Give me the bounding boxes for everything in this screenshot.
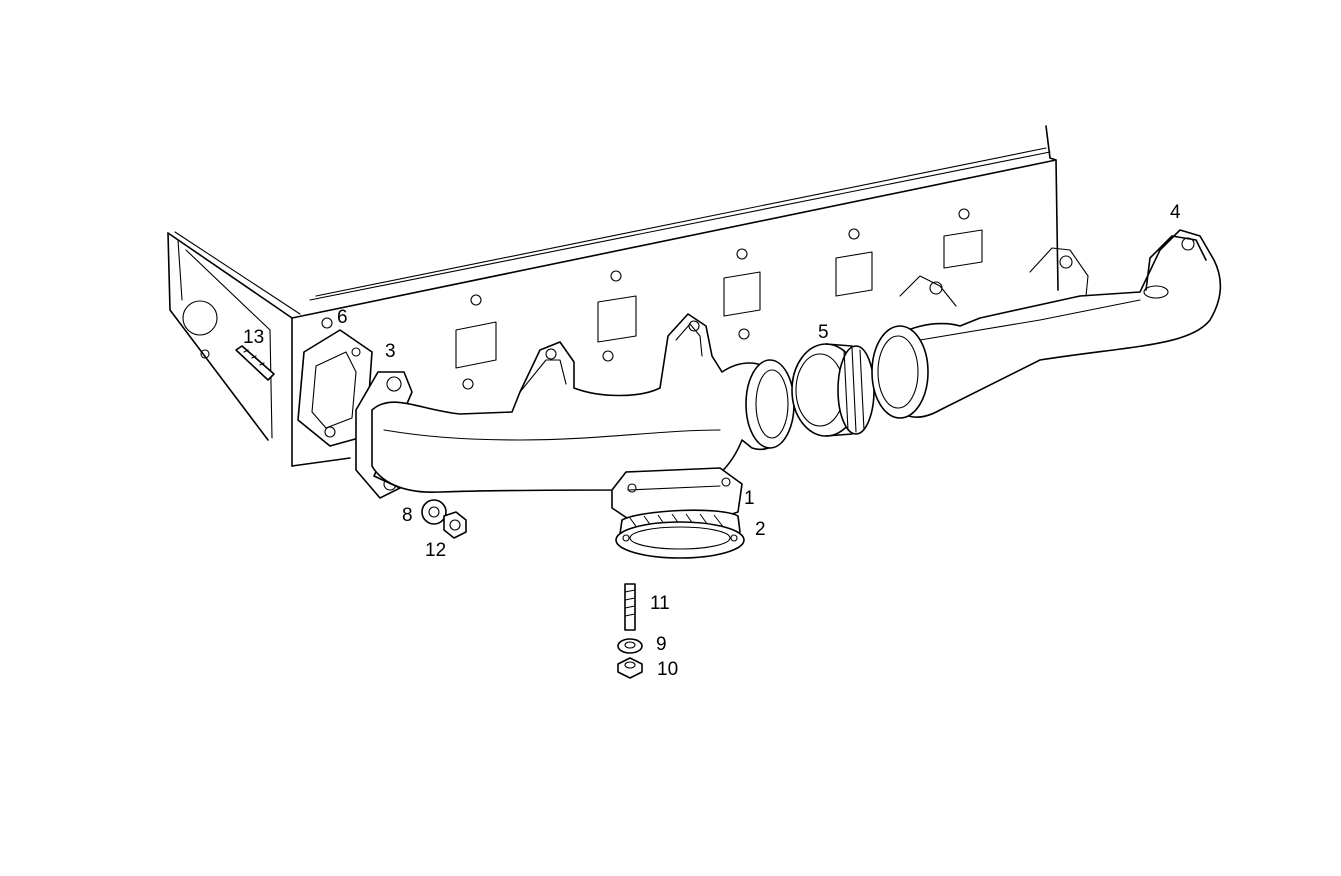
part-label-5: 5: [818, 322, 829, 343]
part-label-8: 8: [402, 505, 413, 526]
part-label-10: 10: [657, 659, 679, 680]
nut-part-12: [443, 511, 467, 539]
stud-part-13: [235, 345, 275, 381]
washer-part-8: [421, 499, 447, 525]
part-label-1: 1: [744, 488, 755, 509]
part-label-13: 13: [243, 327, 265, 348]
stud-part-11: [624, 583, 636, 631]
washer-part-9: [617, 638, 643, 654]
gasket-part-2: [615, 521, 745, 559]
front-manifold-part-3: [355, 313, 795, 521]
part-label-4: 4: [1170, 202, 1181, 223]
part-label-12: 12: [425, 540, 447, 561]
nut-part-10: [617, 657, 643, 679]
part-label-3: 3: [385, 341, 396, 362]
rear-manifold-part-4: [871, 229, 1222, 419]
part-label-9: 9: [656, 634, 667, 655]
part-label-2: 2: [755, 519, 766, 540]
cylinder-head: [167, 125, 1059, 467]
sleeve-part-5: [791, 343, 875, 437]
part-label-6: 6: [337, 307, 348, 328]
part-label-11: 11: [650, 593, 670, 614]
